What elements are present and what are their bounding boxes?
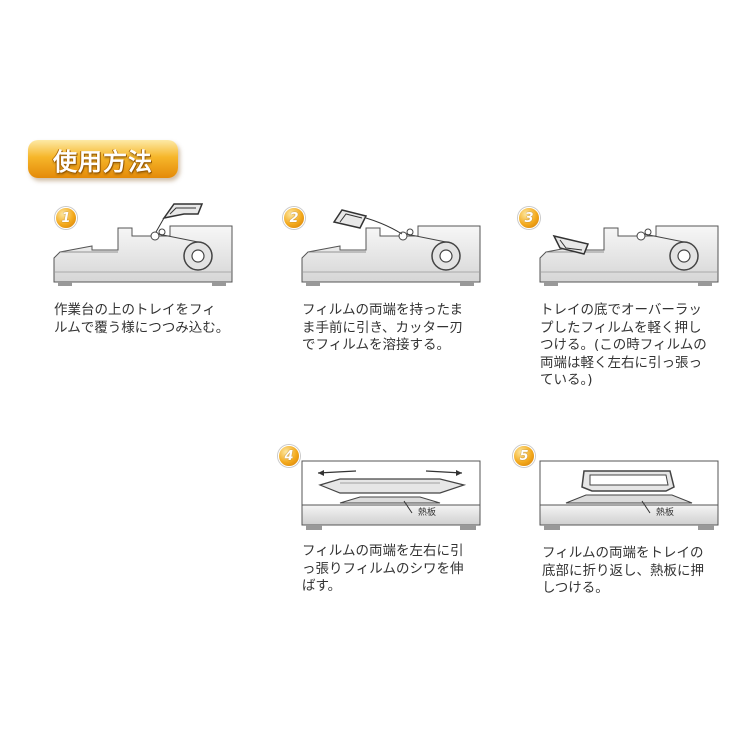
step-2-illustration — [301, 209, 481, 286]
caption-line: ている。) — [540, 372, 593, 388]
step-1-illustration — [53, 203, 233, 286]
caption-line: ばす。 — [302, 578, 342, 594]
step-2-number: 2 — [289, 210, 299, 226]
caption-line: プしたフィルムを軽く押し — [540, 319, 702, 336]
step-1-caption: 作業台の上のトレイをフィ ルムで覆う様につつみ込む。 — [54, 302, 229, 337]
caption-line: 底部に折り返し、熱板に押 — [542, 562, 704, 579]
section-title-badge: 使用方法 — [28, 140, 178, 178]
step-4-number: 4 — [284, 448, 294, 464]
caption-line: ま手前に引き、カッター刃 — [302, 319, 464, 336]
step-5-illustration: 熱板 — [539, 460, 719, 530]
step-1-number: 1 — [61, 210, 71, 226]
heat-plate-label: 熱板 — [418, 506, 436, 518]
step-3-number-badge: 3 — [518, 207, 540, 229]
caption-line: フィルムの両端を左右に引 — [302, 543, 464, 559]
caption-line: フィルムの両端をトレイの — [542, 545, 704, 561]
film-pull — [365, 217, 403, 235]
left-arrow — [317, 470, 357, 474]
step-1-number-badge: 1 — [55, 207, 77, 229]
step-3-number: 3 — [524, 210, 534, 226]
step-3-illustration — [539, 225, 719, 286]
caption-line: トレイの底でオーバーラッ — [540, 302, 702, 318]
section-title: 使用方法 — [53, 147, 153, 176]
step-4-number-badge: 4 — [278, 445, 300, 467]
step-5-number: 5 — [519, 448, 529, 464]
step-2-number-badge: 2 — [283, 207, 305, 229]
tray — [332, 209, 368, 229]
caption-line: でフィルムを溶接する。 — [302, 337, 450, 353]
step-2-caption: フィルムの両端を持ったま ま手前に引き、カッター刃 でフィルムを溶接する。 — [302, 302, 463, 355]
machine-base — [301, 504, 481, 526]
caption-line: しつける。 — [542, 580, 609, 596]
caption-line: っ張りフィルムのシワを伸 — [302, 560, 464, 577]
step-5-caption: フィルムの両端をトレイの 底部に折り返し、熱板に押 しつける。 — [542, 545, 704, 598]
machine-base — [539, 504, 719, 526]
film-line — [157, 233, 199, 243]
caption-line: つける。(この時フィルムの — [540, 337, 707, 353]
step-5-number-badge: 5 — [513, 445, 535, 467]
caption-line: ルムで覆う様につつみ込む。 — [54, 319, 230, 336]
heat-plate — [565, 494, 693, 504]
tray — [318, 478, 467, 494]
heat-plate — [339, 496, 441, 504]
step-4-illustration: 熱板 — [301, 460, 481, 530]
tray — [162, 203, 204, 220]
step-4-caption: フィルムの両端を左右に引 っ張りフィルムのシワを伸 ばす。 — [302, 543, 463, 596]
caption-line: 両端は軽く左右に引っ張っ — [540, 354, 702, 371]
step-3-caption: トレイの底でオーバーラッ プしたフィルムを軽く押し つける。(この時フィルムの … — [540, 302, 707, 390]
heat-plate-label: 熱板 — [656, 506, 674, 518]
caption-line: 作業台の上のトレイをフィ — [54, 302, 216, 318]
caption-line: フィルムの両端を持ったま — [302, 302, 464, 318]
